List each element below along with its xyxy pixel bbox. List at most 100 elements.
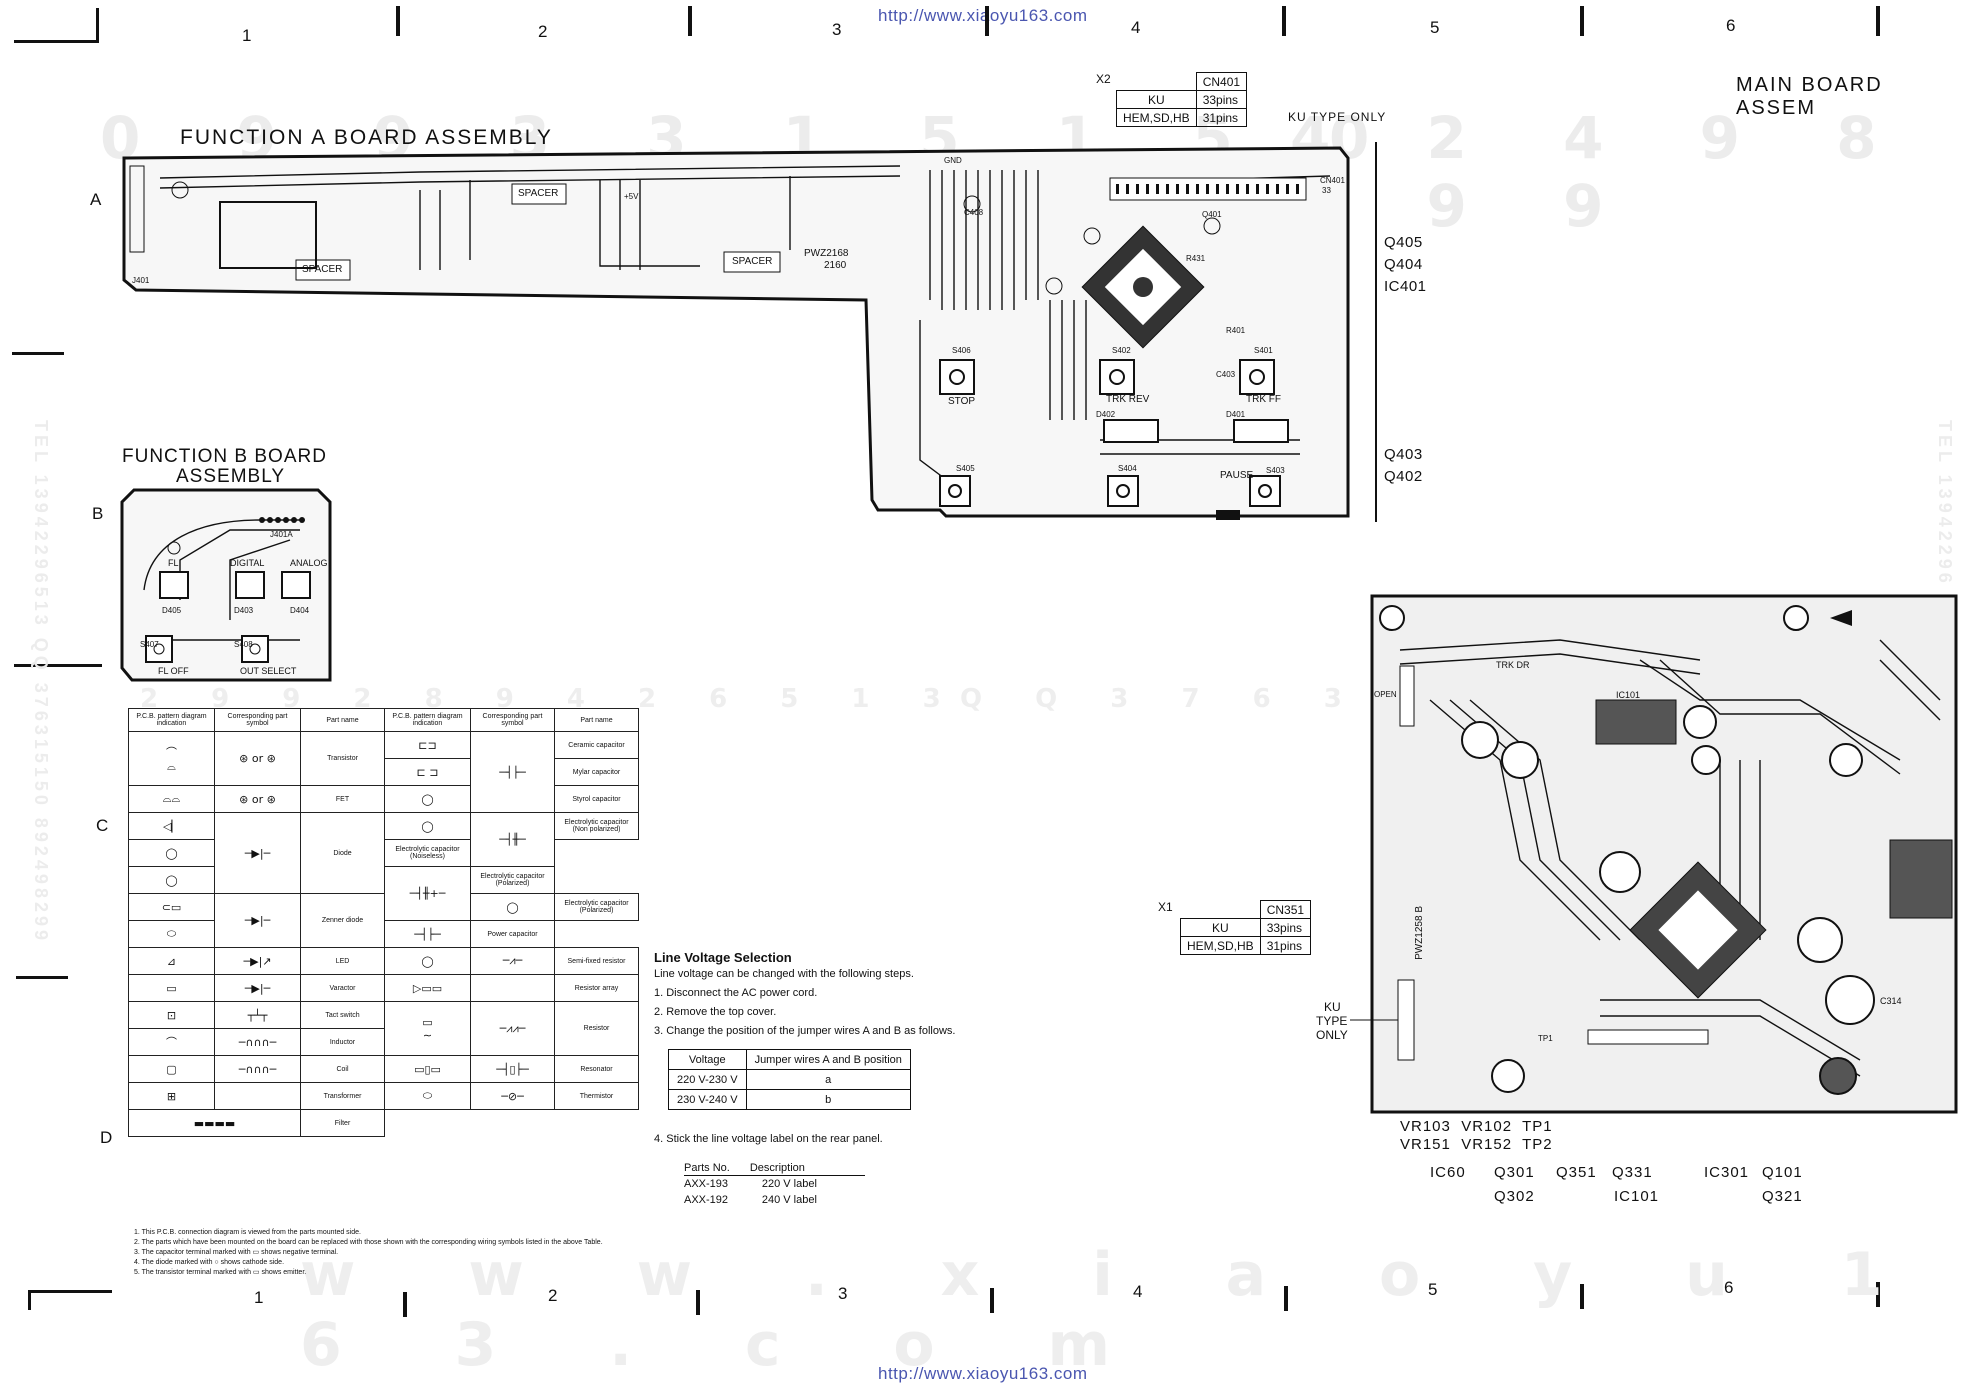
main-tp1-label: TP1 bbox=[1538, 1034, 1553, 1043]
zone-top-2: 2 bbox=[538, 22, 548, 41]
direction-arrow bbox=[1830, 610, 1852, 626]
ku-note-line2: TYPE bbox=[1316, 1014, 1348, 1028]
zone-tick-top-2 bbox=[688, 6, 692, 36]
function-a-title: FUNCTION A BOARD ASSEMBLY bbox=[180, 126, 553, 149]
part-resistor: Resistor bbox=[554, 1001, 639, 1056]
zone-tick-top-4 bbox=[1282, 6, 1286, 36]
parts-row1-desc: 220 V label bbox=[761, 1178, 817, 1190]
q401-label: Q401 bbox=[1202, 210, 1222, 219]
s403-label: S403 bbox=[1266, 466, 1285, 475]
main-ref-row1: VR103 VR102 TP1 bbox=[1400, 1118, 1553, 1135]
cap-c408 bbox=[963, 195, 981, 213]
jumper-header-position: Jumper wires A and B position bbox=[745, 1049, 911, 1070]
ref-q404: Q404 bbox=[1384, 256, 1423, 273]
led-d403 bbox=[235, 571, 265, 599]
jumper-row2-voltage: 230 V-240 V bbox=[668, 1089, 747, 1110]
vr-pad-1 bbox=[1491, 1059, 1525, 1093]
c408-label: C408 bbox=[964, 208, 984, 217]
part-transformer: Transformer bbox=[300, 1082, 385, 1110]
ic301-chip bbox=[1629, 861, 1767, 999]
zone-tick-bottom-5 bbox=[1580, 1284, 1584, 1309]
symbol-electrolytic-polarized-icon: ─┤╫+─ bbox=[384, 866, 471, 921]
d402-label: D402 bbox=[1096, 410, 1116, 419]
cn401-marker: X2 bbox=[1096, 72, 1111, 86]
part-resonator: Resonator bbox=[554, 1055, 639, 1083]
function-b-title-line1: FUNCTION B BOARD bbox=[122, 446, 327, 467]
zone-tick-bottom-4 bbox=[1284, 1286, 1288, 1311]
pattern-styrol-icon: ◯ bbox=[384, 785, 471, 813]
main-open-label: OPEN bbox=[1374, 690, 1397, 699]
function-b-out-select-label: OUT SELECT bbox=[240, 666, 297, 676]
ic101-chip bbox=[1595, 699, 1677, 745]
pattern-fet-icon: ⌓⌓ bbox=[128, 785, 215, 813]
line-voltage-step-1: 1. Disconnect the AC power cord. bbox=[654, 987, 818, 999]
vr-pad-2 bbox=[1819, 1057, 1857, 1095]
switch-trk-ff-label: TRK FF bbox=[1246, 394, 1281, 405]
line-voltage-step-2: 2. Remove the top cover. bbox=[654, 1006, 777, 1018]
zone-bottom-3: 3 bbox=[838, 1284, 848, 1303]
zone-tick-bottom-6 bbox=[1876, 1282, 1880, 1307]
zone-tick-bottom-1 bbox=[403, 1292, 407, 1317]
ground-pad bbox=[1216, 510, 1240, 520]
part-semi-fixed-resistor: Semi-fixed resistor bbox=[554, 947, 639, 975]
main-ref-q321: Q321 bbox=[1762, 1188, 1803, 1205]
transistor-q401 bbox=[1203, 217, 1221, 235]
symbol-capacitor-icon: ─┤├─ bbox=[470, 731, 555, 813]
pattern-resistor-array-icon: ▷▭▭ bbox=[384, 974, 471, 1002]
ic-rect-2 bbox=[1889, 839, 1953, 919]
or-text-2: or bbox=[251, 792, 264, 806]
ku-note-line3: ONLY bbox=[1316, 1028, 1348, 1042]
zone-tick-top-5 bbox=[1580, 6, 1584, 36]
part-tact-switch: Tact switch bbox=[300, 1001, 385, 1029]
symbol-resonator-icon: ─┤▯├─ bbox=[470, 1055, 555, 1083]
function-b-connector-pins bbox=[259, 517, 305, 523]
tact-switches bbox=[939, 359, 1281, 507]
symbol-resistor-array-icon bbox=[470, 974, 555, 1002]
main-ref-ic301: IC301 bbox=[1704, 1164, 1750, 1181]
zone-top-3: 3 bbox=[832, 20, 842, 39]
s402-label: S402 bbox=[1112, 346, 1131, 355]
legend-header-1: P.C.B. pattern diagram indication bbox=[128, 708, 215, 732]
legend-note-3: 3. The capacitor terminal marked with ▭ … bbox=[134, 1249, 339, 1256]
s405-label: S405 bbox=[956, 464, 975, 473]
cn351-row1-model: KU bbox=[1180, 918, 1261, 937]
pattern-transformer-icon: ⊞ bbox=[128, 1082, 215, 1110]
symbol-semi-fixed-icon: ─⩘─ bbox=[470, 947, 555, 975]
gnd-label: GND bbox=[944, 156, 962, 165]
part-coil: Coil bbox=[300, 1055, 385, 1083]
ku-note-line1: KU bbox=[1324, 1000, 1341, 1014]
source-url-top[interactable]: http://www.xiaoyu163.com bbox=[878, 6, 1088, 25]
zone-top-6: 6 bbox=[1726, 16, 1736, 35]
pattern-coil-icon: ▢ bbox=[128, 1055, 215, 1083]
pattern-electrolytic-noiseless-icon: ◯ bbox=[128, 839, 215, 867]
d401-label: D401 bbox=[1226, 410, 1246, 419]
row-label-a: A bbox=[90, 190, 102, 209]
symbol-legend-table: P.C.B. pattern diagram indication Corres… bbox=[128, 708, 639, 1137]
symbol-electrolytic-np-icon: ─┤╫─ bbox=[470, 812, 555, 867]
mount-hole-2 bbox=[1783, 605, 1809, 631]
spacer-2-label: SPACER bbox=[302, 264, 343, 275]
ic401-chip bbox=[1081, 225, 1205, 349]
s406-label: S406 bbox=[952, 346, 971, 355]
main-ref-q331: Q331 bbox=[1612, 1164, 1653, 1181]
part-fet: FET bbox=[300, 785, 385, 813]
spacer-1-label: SPACER bbox=[518, 188, 559, 199]
jumper-row1-position: a bbox=[745, 1069, 911, 1090]
function-b-d403-label: D403 bbox=[234, 606, 254, 615]
symbol-transformer-icon bbox=[214, 1082, 301, 1110]
parts-row1-no: AXX-193 bbox=[684, 1178, 729, 1190]
jumper-row2-position: b bbox=[745, 1089, 911, 1110]
ref-q405: Q405 bbox=[1384, 234, 1423, 251]
j401-label: J401 bbox=[132, 276, 150, 285]
part-resistor-array: Resistor array bbox=[554, 974, 639, 1002]
part-electrolytic-polarized-2: Electrolytic capacitor (Polarized) bbox=[554, 893, 639, 921]
pattern-diode-icon: ◁▏ bbox=[128, 812, 215, 840]
switch-s408 bbox=[241, 635, 269, 663]
source-url-bottom[interactable]: http://www.xiaoyu163.com bbox=[878, 1364, 1088, 1383]
function-b-analog-label: ANALOG bbox=[290, 558, 328, 568]
symbol-coil-icon: ─∩∩∩─ bbox=[214, 1055, 301, 1083]
zone-bottom-4: 4 bbox=[1133, 1282, 1143, 1301]
function-b-digital-label: DIGITAL bbox=[230, 558, 265, 568]
